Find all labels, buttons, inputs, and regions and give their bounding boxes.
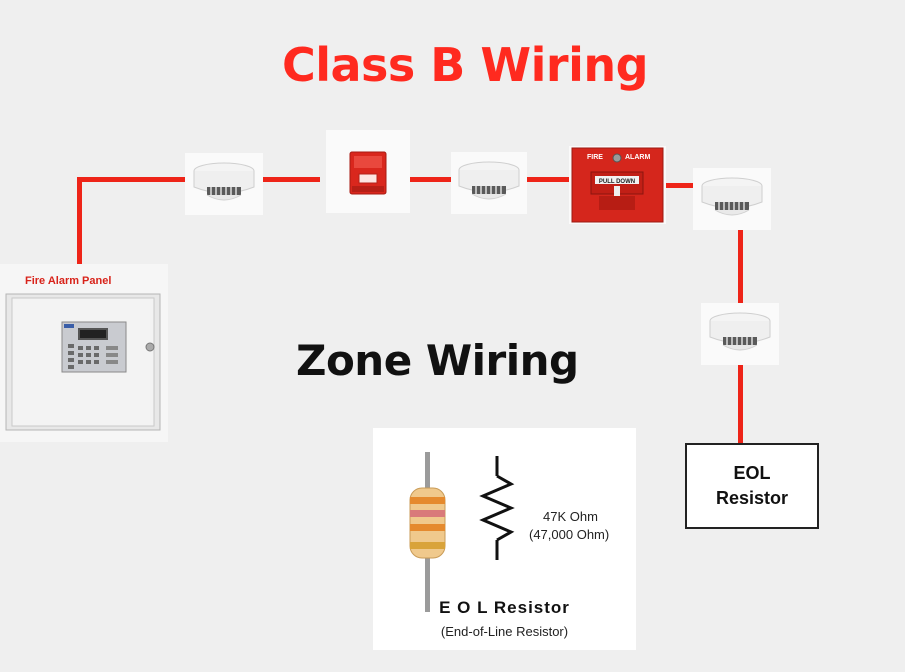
eol-box-line1: EOL bbox=[733, 463, 771, 483]
wire-top-3 bbox=[409, 177, 455, 182]
eol-box-line2: Resistor bbox=[715, 488, 789, 508]
eol-resistor-card: 47K Ohm (47,000 Ohm) E O L Resistor (End… bbox=[373, 428, 636, 650]
resistor-symbol-icon bbox=[479, 456, 515, 560]
resistor-subtitle: (End-of-Line Resistor) bbox=[440, 624, 569, 639]
smoke-detector-4 bbox=[701, 303, 779, 365]
smoke-detector-3 bbox=[693, 168, 771, 230]
pull-station-handle-text: PULL DOWN bbox=[599, 179, 635, 185]
resistor-value-alt: (47,000 Ohm) bbox=[529, 527, 610, 542]
smoke-detector-icon bbox=[701, 177, 763, 216]
wire-top-2 bbox=[262, 177, 320, 182]
fire-alarm-panel-label: Fire Alarm Panel bbox=[25, 275, 112, 287]
manual-pull-station-icon: FIRE ALARM PULL DOWN bbox=[571, 147, 664, 223]
manual-pull-station: FIRE ALARM PULL DOWN bbox=[569, 146, 666, 224]
smoke-detector-2 bbox=[451, 152, 527, 214]
zone-wiring-caption: Zone Wiring bbox=[296, 336, 579, 385]
fire-alarm-panel-card: Fire Alarm Panel bbox=[0, 264, 168, 442]
wire-drop-2 bbox=[738, 362, 743, 444]
pull-station-alarm-text: ALARM bbox=[625, 154, 650, 161]
pull-station-fire-text: FIRE bbox=[587, 154, 603, 161]
wire-top-1 bbox=[77, 177, 187, 182]
diagram-title: Class B Wiring bbox=[281, 38, 649, 92]
resistor-value: 47K Ohm bbox=[543, 509, 598, 524]
resistor-icon bbox=[409, 452, 446, 612]
smoke-detector-1 bbox=[185, 153, 263, 215]
wire-drop-1 bbox=[738, 228, 743, 306]
resistor-title: E O L Resistor bbox=[439, 598, 570, 617]
wire-panel-riser bbox=[77, 177, 82, 288]
horn-strobe-icon bbox=[349, 151, 387, 195]
smoke-detector-icon bbox=[193, 162, 255, 201]
wire-top-4 bbox=[524, 177, 572, 182]
eol-resistor-box: EOL Resistor bbox=[685, 443, 819, 529]
smoke-detector-icon bbox=[458, 161, 520, 200]
horn-strobe bbox=[326, 130, 410, 213]
control-panel-icon bbox=[5, 293, 161, 431]
smoke-detector-icon bbox=[709, 312, 771, 351]
wire-top-5 bbox=[666, 183, 696, 188]
